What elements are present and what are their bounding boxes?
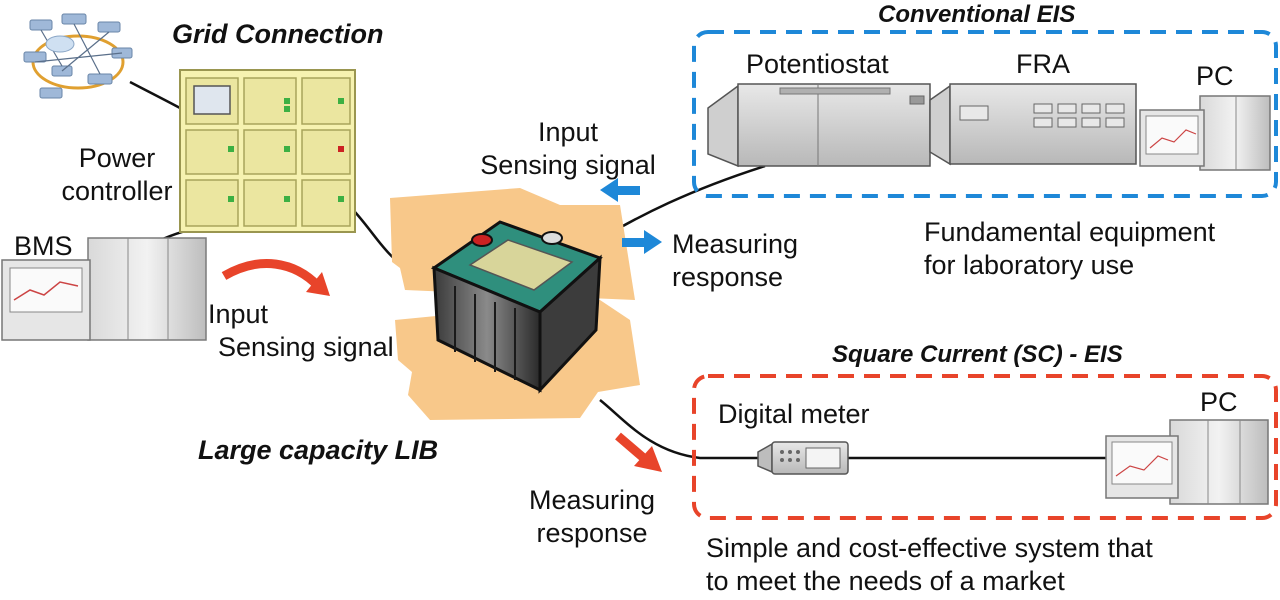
pc-icon-bottom — [1105, 419, 1269, 505]
digital-meter-label: Digital meter — [718, 399, 870, 429]
measuring-response-bottom-line1: Measuring — [528, 485, 656, 515]
input-curved-arrow-left — [221, 259, 322, 290]
bms-computer-icon — [1, 237, 207, 341]
simple-system-label: Simple and cost-effective system that to… — [706, 532, 1153, 598]
network-cable — [129, 80, 181, 110]
fra-label: FRA — [1016, 49, 1070, 79]
conventional-eis-label: Conventional EIS — [878, 1, 1076, 28]
measuring-response-mid-line1: Measuring — [672, 229, 799, 259]
sc-eis-box — [692, 374, 1278, 520]
power-controller-label-line1: Power — [78, 143, 156, 173]
fundamental-label: Fundamental equipment for laboratory use — [924, 216, 1215, 282]
pc-top-label: PC — [1196, 61, 1234, 91]
measuring-response-mid-line2: response — [672, 262, 784, 292]
measuring-response-bottom-line2: response — [536, 518, 648, 548]
digital-meter-icon — [757, 441, 849, 475]
sc-eis-label: Square Current (SC) - EIS — [832, 341, 1123, 368]
input-sensing-top-line2: Sensing signal — [480, 150, 656, 180]
measuring-response-bottom-label: Measuring response — [512, 484, 672, 550]
input-sensing-top-label: Input Sensing signal — [470, 116, 666, 182]
network-map-icon — [23, 13, 133, 99]
fundamental-line2: for laboratory use — [924, 250, 1135, 280]
measuring-arrow-red — [615, 432, 662, 472]
large-capacity-lib-label: Large capacity LIB — [198, 435, 439, 465]
simple-system-line1: Simple and cost-effective system that — [706, 533, 1153, 563]
battery-icon — [430, 220, 603, 394]
pc-bottom-label: PC — [1200, 387, 1238, 417]
fra-device-icon — [929, 83, 1137, 166]
power-controller-label-line2: controller — [61, 176, 173, 206]
input-sensing-top-line1: Input — [537, 117, 599, 147]
potentiostat-device-icon — [707, 83, 931, 168]
bms-label: BMS — [14, 231, 73, 261]
input-sensing-left-line1: Input — [208, 299, 269, 329]
simple-system-line2: to meet the needs of a market — [706, 566, 1065, 596]
input-curved-arrowhead-left — [306, 272, 330, 296]
power-controller-cabinet-icon — [179, 69, 356, 233]
potentiostat-label: Potentiostat — [746, 49, 889, 79]
measuring-response-mid-label: Measuring response — [672, 228, 798, 294]
grid-connection-label: Grid Connection — [172, 19, 384, 49]
fundamental-line1: Fundamental equipment — [924, 217, 1216, 247]
power-controller-label: Power controller — [52, 142, 182, 208]
input-sensing-left-line2: Sensing signal — [218, 332, 394, 362]
measuring-arrow-blue — [622, 230, 662, 254]
input-sensing-left-label: Input Sensing signal — [208, 298, 394, 364]
input-arrow-blue — [600, 178, 640, 202]
pc-icon-top — [1139, 95, 1271, 171]
